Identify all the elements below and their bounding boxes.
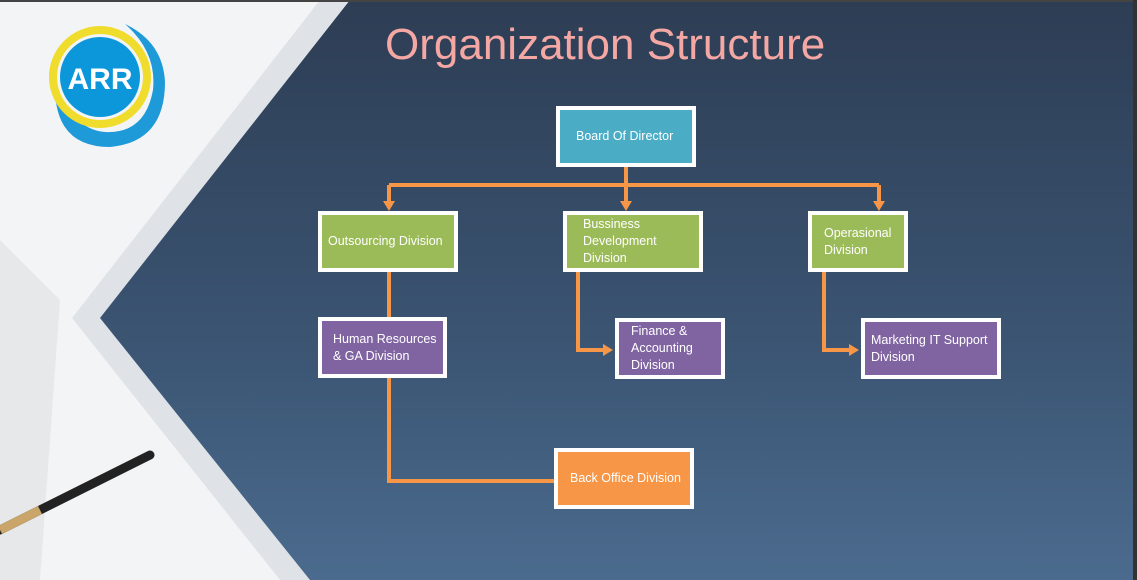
node-marketing-it-support-division: Marketing IT Support Division (861, 318, 1001, 379)
page-title: Organization Structure (385, 20, 826, 69)
node-finance-accounting-division: Finance & Accounting Division (615, 318, 725, 379)
arr-logo: ARR (49, 24, 165, 147)
node-outsourcing-division: Outsourcing Division (318, 211, 458, 272)
logo-text: ARR (68, 63, 133, 96)
node-business-development-division: Bussiness Development Division (563, 211, 703, 272)
node-back-office-division: Back Office Division (554, 448, 694, 509)
node-hr-ga-division: Human Resources & GA Division (318, 317, 447, 378)
node-board-of-director: Board Of Director (556, 106, 696, 167)
node-operasional-division: Operasional Division (808, 211, 908, 272)
